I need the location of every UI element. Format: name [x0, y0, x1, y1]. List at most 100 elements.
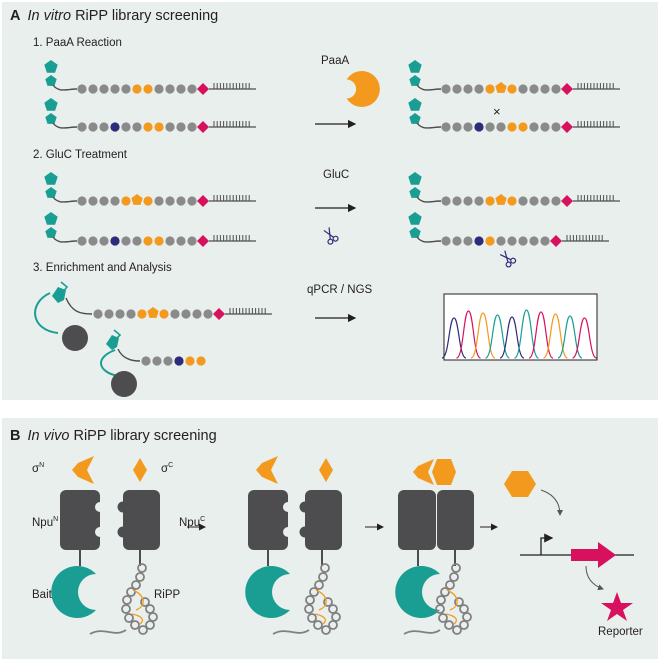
bead-grey [187, 84, 197, 94]
bead-grey [187, 122, 197, 132]
bead-grey [441, 122, 451, 132]
bead-grey [176, 236, 186, 246]
bead-grey [165, 84, 175, 94]
bead-grey [110, 84, 120, 94]
bead-grey [551, 84, 561, 94]
npu-n-block [60, 490, 105, 550]
teal-anchor-top [408, 212, 422, 225]
bead-grey [529, 84, 539, 94]
bead-grey [88, 122, 98, 132]
teal-anchor-top [44, 98, 58, 111]
bead-grey [115, 309, 125, 319]
panel-a-title-rest: RiPP library screening [75, 8, 219, 24]
bead-orange [507, 84, 517, 94]
linker [416, 236, 442, 243]
teal-anchor-top [408, 98, 422, 111]
diamond-magenta [213, 308, 225, 320]
bead-grey [529, 196, 539, 206]
linker [52, 196, 78, 203]
peptide-construct [44, 60, 256, 95]
peptide-construct [408, 212, 495, 246]
bead-grey [507, 236, 517, 246]
bead-grey [170, 309, 180, 319]
ngs-chromatogram [441, 293, 598, 361]
bead-grey [463, 84, 473, 94]
bead-orange [132, 84, 142, 94]
ripp-bead [124, 613, 134, 623]
teal-anchor-top [408, 60, 422, 73]
ripp-bead [148, 612, 158, 622]
scissors-icon [499, 250, 517, 268]
teal-anchor-top [44, 212, 58, 225]
bead-grey [176, 196, 186, 206]
panel-b-title-rest: RiPP library screening [73, 428, 217, 444]
lanthionine-bridge [131, 613, 143, 625]
pentagon-orange [495, 194, 507, 205]
ripp-bead [309, 587, 319, 597]
bead [163, 356, 173, 366]
panel-b-title-italic: In vivo [27, 428, 70, 444]
lanthionine-bridge [445, 613, 457, 625]
ripp-bead [444, 620, 454, 630]
bead-grey [121, 84, 131, 94]
reporter-gene-arrow [571, 542, 616, 568]
bead-grey [93, 309, 103, 319]
bead-grey [540, 236, 550, 246]
bead-grey [192, 309, 202, 319]
bead-grey [496, 236, 506, 246]
ripp-bead [440, 587, 450, 597]
ripp-bead [307, 613, 317, 623]
ripp-bead [451, 563, 461, 573]
bead-orange [143, 84, 153, 94]
bead-grey [463, 122, 473, 132]
teal-anchor-top [44, 172, 58, 185]
bead-grey [540, 84, 550, 94]
promoter-icon [540, 533, 554, 555]
ripp-tail [272, 629, 310, 635]
bead-grey [529, 122, 539, 132]
bead-orange [121, 196, 131, 206]
bead-grey [154, 84, 164, 94]
bead-grey [485, 122, 495, 132]
sigma-n-chevron [72, 456, 94, 484]
bead-grey [104, 309, 114, 319]
ripp-bead [436, 595, 446, 605]
bead-orange [154, 122, 164, 132]
scissors-icon [323, 227, 339, 245]
bead-grey [88, 196, 98, 206]
diamond-magenta [561, 195, 573, 207]
bead-grey [176, 84, 186, 94]
npu-n-label: NpuN [32, 516, 59, 529]
crosslink-mark: × [493, 104, 501, 119]
ripp-bead [313, 620, 323, 630]
ripp-bead [304, 604, 314, 614]
constructs [44, 60, 620, 366]
bead-grey [518, 84, 528, 94]
teal-anchor-top [44, 60, 58, 73]
linker [416, 84, 442, 91]
arrow-label-qpcr-ngs: qPCR / NGS [307, 284, 373, 296]
pentagon-orange [131, 194, 143, 205]
peptide-construct [44, 172, 256, 207]
bead-orange [159, 309, 169, 319]
bead-grey [121, 122, 131, 132]
ripp-bead [145, 604, 155, 614]
ripp-tail [89, 629, 127, 635]
bead-orange [137, 309, 147, 319]
arrow-label-gluc: GluC [323, 169, 350, 181]
bead-orange [143, 236, 153, 246]
bead-orange [485, 196, 495, 206]
split-intein-binding [245, 456, 342, 635]
bead-grey [518, 236, 528, 246]
bead-orange [518, 122, 528, 132]
bead-grey [121, 236, 131, 246]
ripp-bead [131, 580, 141, 590]
peptide-construct [408, 172, 620, 207]
bead-grey [77, 84, 87, 94]
bead-grey [551, 122, 561, 132]
ripp-bead [305, 595, 315, 605]
panel-b-title: B In vivo RiPP library screening [10, 428, 217, 444]
bead-grey [529, 236, 539, 246]
ripp-bead [135, 572, 145, 582]
ripp-bead [314, 580, 324, 590]
